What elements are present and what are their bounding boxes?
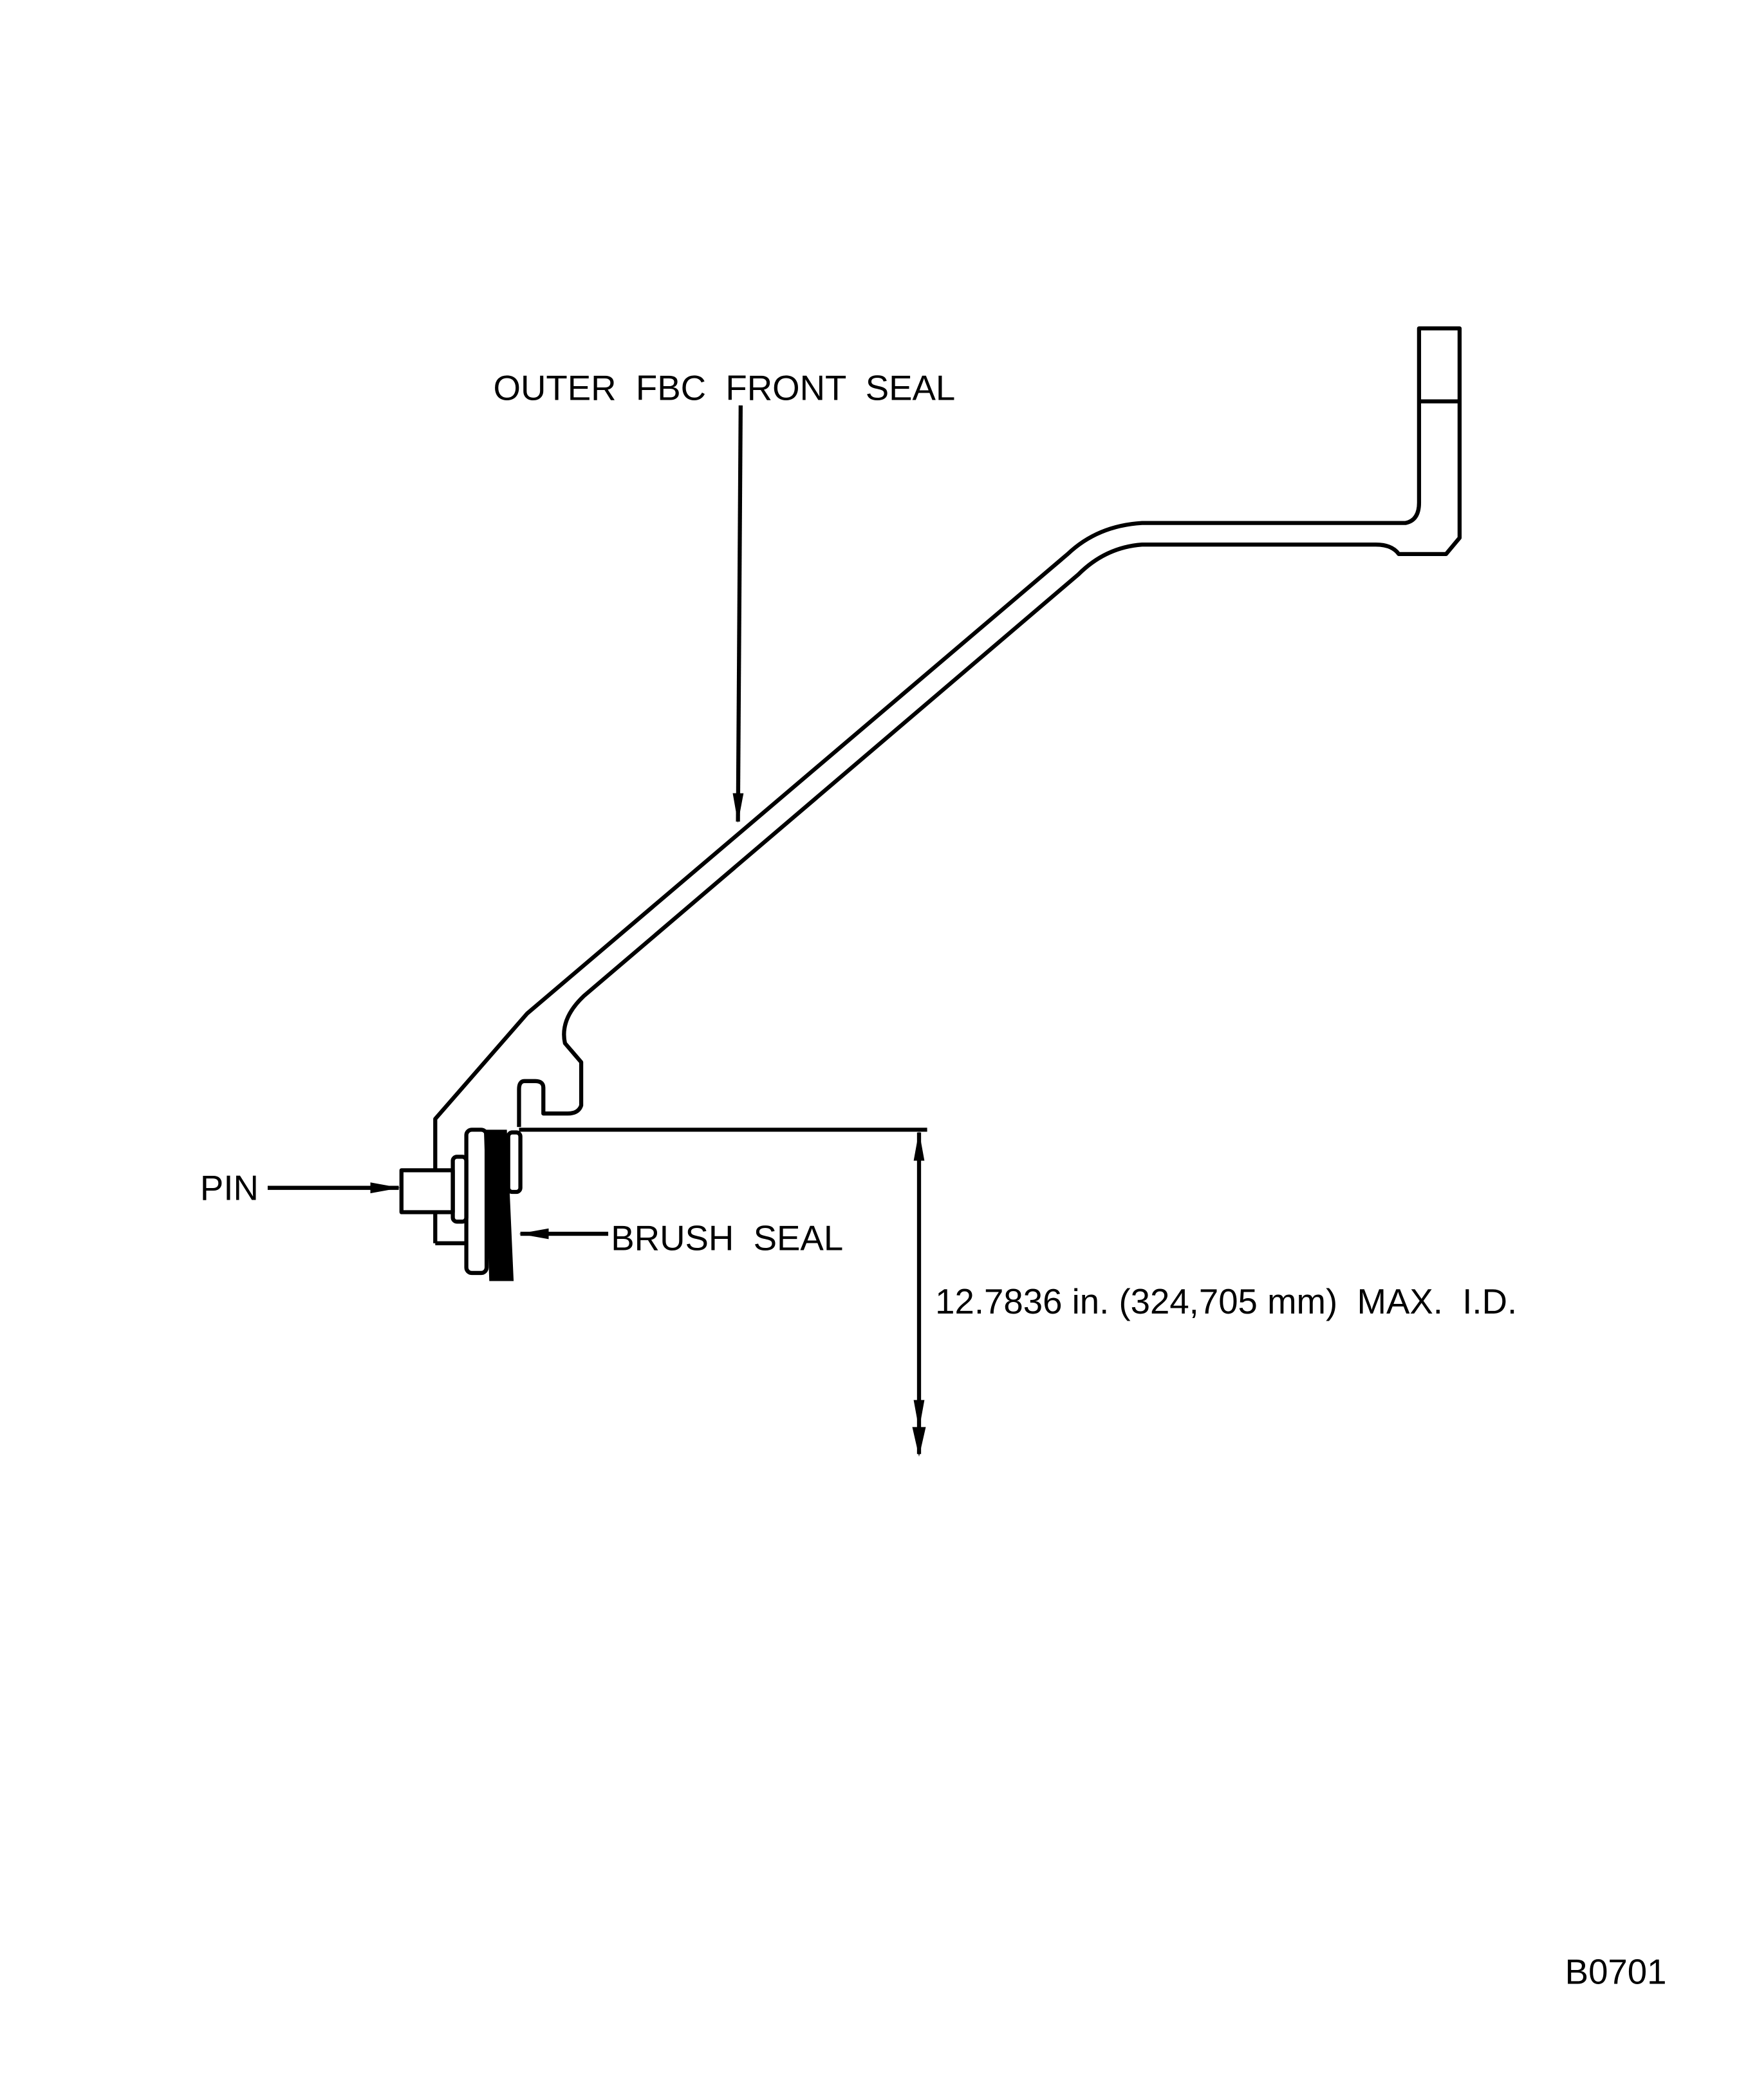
seal-body	[433, 326, 1462, 1245]
figure-id: B0701	[1565, 1952, 1667, 1991]
part-leader-arrow	[732, 405, 744, 823]
brush-seal-shape	[464, 1128, 523, 1281]
pin-label: PIN	[200, 1169, 259, 1208]
dimension-lines	[519, 1128, 927, 1457]
part-label: OUTER FBC FRONT SEAL	[494, 369, 956, 408]
brush-seal-label: BRUSH SEAL	[611, 1218, 843, 1258]
dimension-label: 12.7836 in. (324,705 mm) MAX. I.D.	[935, 1282, 1517, 1321]
